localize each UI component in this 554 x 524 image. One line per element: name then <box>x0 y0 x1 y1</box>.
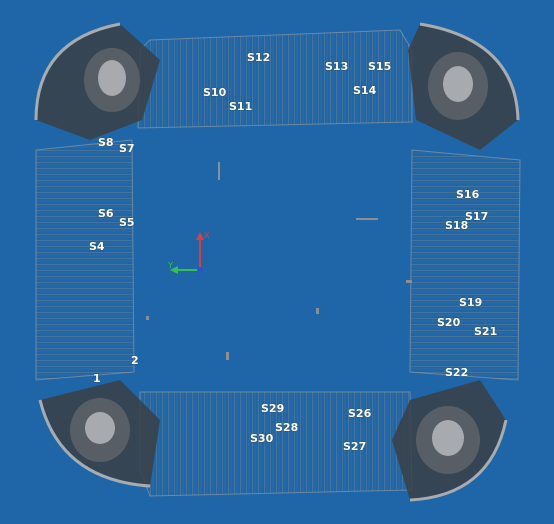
station-label-s10[interactable]: S10 <box>203 86 227 99</box>
z-axis-label: Z <box>196 274 201 282</box>
corner-bottom-left <box>38 380 160 488</box>
corner-bottom-right <box>392 380 508 502</box>
station-label-s22[interactable]: S22 <box>445 366 469 379</box>
corner-top-left <box>34 22 160 140</box>
station-label-s28[interactable]: S28 <box>275 421 299 434</box>
station-label-s6[interactable]: S6 <box>98 207 114 220</box>
station-label-s7[interactable]: S7 <box>119 142 135 155</box>
x-axis-label: X <box>204 231 210 240</box>
station-label-s12[interactable]: S12 <box>247 51 271 64</box>
stand-top <box>137 29 413 129</box>
stand-left <box>35 139 135 381</box>
station-label-s4[interactable]: S4 <box>89 240 105 253</box>
station-label-s8[interactable]: S8 <box>98 136 114 149</box>
station-label-s13[interactable]: S13 <box>325 60 349 73</box>
station-label-s20[interactable]: S20 <box>437 316 461 329</box>
y-axis-label: Y <box>167 261 173 270</box>
station-label-s16[interactable]: S16 <box>456 188 480 201</box>
station-label-s1[interactable]: 1 <box>93 372 101 385</box>
station-label-s29[interactable]: S29 <box>261 402 285 415</box>
corner-top-right <box>408 22 520 150</box>
axes-gizmo: X Y Z <box>167 231 210 282</box>
stand-right <box>409 149 521 381</box>
station-label-s5[interactable]: S5 <box>119 216 135 229</box>
station-label-s26[interactable]: S26 <box>348 407 372 420</box>
y-axis-arrow <box>170 266 178 274</box>
station-label-s15[interactable]: S15 <box>368 60 392 73</box>
station-label-s27[interactable]: S27 <box>343 440 367 453</box>
station-label-s18[interactable]: S18 <box>445 219 469 232</box>
z-axis-origin <box>197 267 203 273</box>
station-label-s30[interactable]: S30 <box>250 432 274 445</box>
station-label-s11[interactable]: S11 <box>229 100 253 113</box>
station-label-s19[interactable]: S19 <box>459 296 483 309</box>
x-axis-arrow <box>196 232 204 240</box>
station-label-s2[interactable]: 2 <box>131 354 139 367</box>
station-label-s21[interactable]: S21 <box>474 325 498 338</box>
pitch-points <box>146 162 412 360</box>
station-label-s17[interactable]: S17 <box>465 210 489 223</box>
station-label-s14[interactable]: S14 <box>353 84 377 97</box>
